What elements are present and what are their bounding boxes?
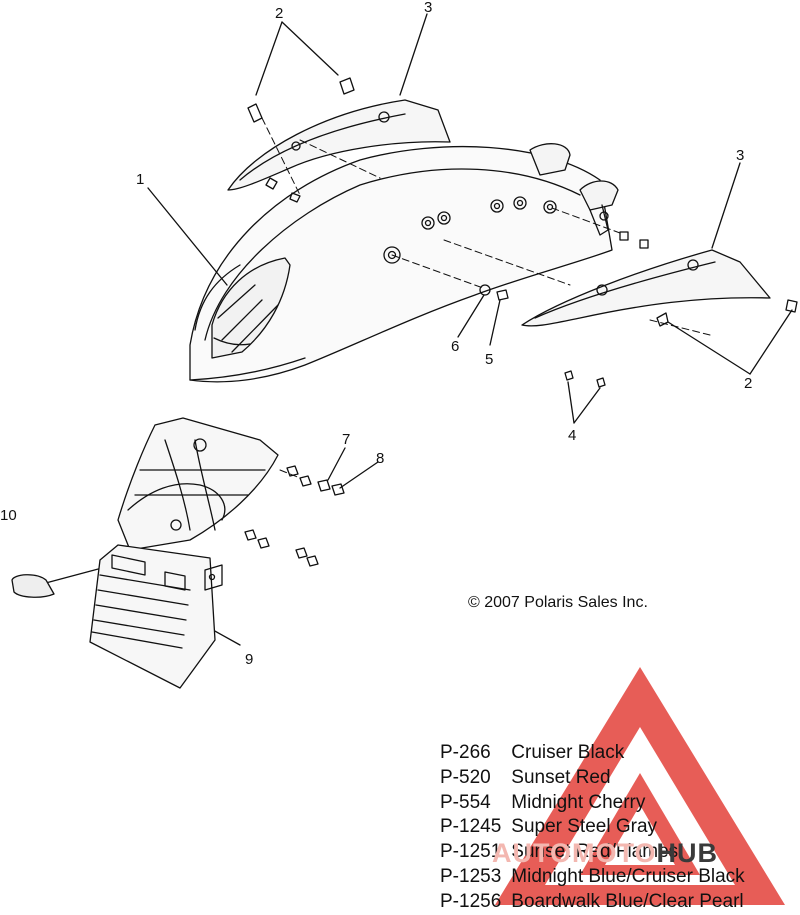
color-code-row: P-1251 Sunset Red/Flames: [440, 840, 745, 865]
callout-4: 4: [568, 427, 577, 444]
color-code: P-520: [440, 766, 491, 788]
color-name: Super Steel Gray: [511, 816, 658, 838]
callout-10: 10: [0, 507, 17, 524]
callout-6: 6: [451, 338, 460, 355]
color-code: P-1256: [440, 890, 502, 912]
watermark-text: AUTOMOTOHUB: [492, 838, 718, 869]
callout-8: 8: [376, 450, 385, 467]
color-name: Cruiser Black: [511, 742, 625, 763]
watermark-text-part1: AUTOMOTO: [492, 838, 657, 868]
copyright-notice: © 2007 Polaris Sales Inc.: [468, 594, 648, 611]
color-name: Sunset Red: [511, 766, 611, 788]
color-code-row: P-1256 Boardwalk Blue/Clear Pearl: [440, 890, 745, 915]
rear-fender: [189, 143, 619, 383]
color-name: Sunset Red/Flames: [511, 841, 679, 863]
watermark-logo: [495, 667, 785, 905]
callout-1: 1: [136, 171, 145, 188]
color-code-row: P-266 Cruiser Black: [440, 741, 745, 766]
callout-5: 5: [485, 351, 494, 368]
color-name: Midnight Cherry: [511, 791, 646, 813]
callout-7: 7: [342, 431, 351, 448]
watermark-text-part2: HUB: [656, 838, 719, 868]
left-rail: [227, 99, 451, 191]
color-name: Midnight Blue/Cruiser Black: [511, 865, 745, 887]
color-code: P-554: [440, 791, 491, 813]
callout-3: 3: [424, 0, 433, 16]
callout-2-right: 2: [744, 375, 753, 392]
color-code-row: P-554 Midnight Cherry: [440, 791, 745, 816]
color-code: P-1251: [440, 841, 502, 863]
color-code-row: P-1253 Midnight Blue/Cruiser Black: [440, 865, 745, 890]
color-code-row: P-1245 Super Steel Gray: [440, 815, 745, 840]
color-code: P-1245: [440, 816, 502, 838]
callout-2: 2: [275, 5, 284, 22]
callout-9: 9: [245, 651, 254, 668]
paint-color-list: P-266 Cruiser Black P-520 Sunset Red P-5…: [440, 741, 745, 915]
right-rail: [521, 249, 771, 327]
color-code: P-1253: [440, 865, 502, 887]
color-name: Boardwalk Blue/Clear Pearl: [511, 890, 744, 912]
color-code-row: P-520 Sunset Red: [440, 766, 745, 791]
callout-3-right: 3: [736, 147, 745, 164]
mudguard: [89, 417, 279, 689]
color-code: P-266: [440, 742, 491, 763]
